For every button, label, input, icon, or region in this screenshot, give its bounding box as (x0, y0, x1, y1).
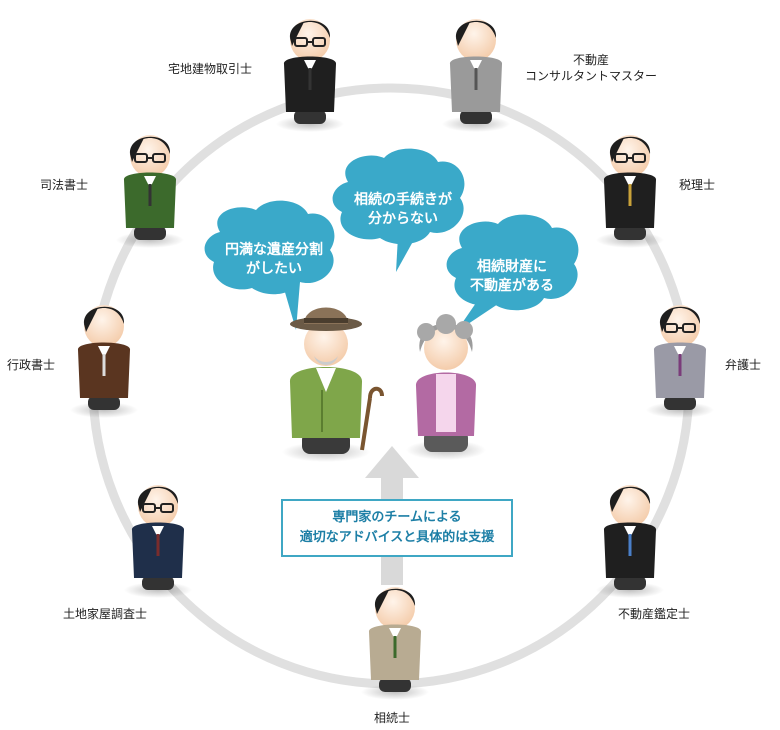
label-consultant-line1: 不動産 (572, 53, 609, 67)
tax-accountant-figure (596, 135, 664, 248)
label-judicial-scrivener: 司法書士 (40, 178, 89, 192)
bubble-left-line1: 円満な遺産分割 (225, 241, 323, 258)
team-box-line1: 専門家のチームによる (332, 510, 462, 525)
label-lawyer: 弁護士 (725, 358, 762, 372)
bubble-left-line2: がしたい (246, 260, 302, 277)
label-administrative-scrivener: 行政書士 (7, 358, 56, 372)
appraiser-figure (596, 485, 664, 598)
administrative-scrivener-figure (70, 305, 138, 418)
real-estate-agent-figure (276, 19, 344, 132)
bubble-left: 円満な遺産分割 がしたい (204, 200, 335, 330)
land-surveyor-figure (124, 485, 192, 598)
team-box-line2: 適切なアドバイスと具体的は支援 (299, 530, 495, 545)
bubble-right-line2: 不動産がある (470, 277, 554, 294)
team-advice-box: 専門家のチームによる 適切なアドバイスと具体的は支援 (281, 499, 513, 557)
elderly-woman-figure (406, 314, 486, 460)
label-consultant-line2: コンサルタントマスター (524, 69, 657, 83)
elderly-man-figure (282, 307, 384, 462)
label-consultant: 不動産 コンサルタントマスター (516, 52, 666, 84)
bubble-center-line2: 分からない (368, 211, 438, 227)
judicial-scrivener-figure (116, 135, 184, 248)
consultant-figure (442, 19, 510, 132)
bubble-right: 相続財産に 不動産がある (446, 214, 579, 332)
bubble-center-line1: 相続の手続きが (354, 191, 453, 208)
label-real-estate-agent: 宅地建物取引士 (168, 62, 253, 76)
label-tax-accountant: 税理士 (679, 178, 716, 192)
label-land-surveyor: 土地家屋調査士 (63, 607, 148, 621)
heir-figure (361, 587, 429, 700)
bubble-right-line1: 相続財産に (477, 258, 547, 275)
label-appraiser: 不動産鑑定士 (618, 607, 691, 621)
label-heir: 相続士 (374, 711, 411, 725)
lawyer-figure (646, 305, 714, 418)
bubble-center: 相続の手続きが 分からない (332, 148, 465, 272)
